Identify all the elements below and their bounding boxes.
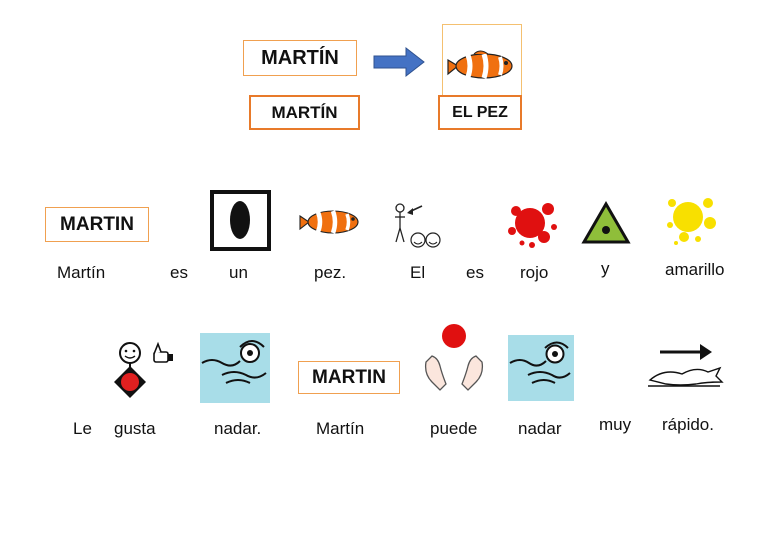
word-el: El — [410, 263, 426, 282]
fish-label-box: EL PEZ — [438, 95, 522, 130]
word-puede: puede — [430, 419, 478, 438]
word-y: y — [601, 259, 610, 278]
word-es: es — [170, 263, 188, 282]
verb-ser-icon — [210, 190, 271, 251]
fish-label: EL PEZ — [452, 103, 508, 121]
name-card-2-label: MARTIN — [312, 366, 386, 388]
swimming-icon — [200, 333, 270, 403]
word-gusta: gusta — [114, 419, 156, 438]
word-amarillo: amarillo — [665, 260, 725, 279]
word-nadar-1: nadar. — [214, 419, 262, 438]
red-splash-icon — [508, 203, 557, 248]
name-card-1: MARTIN — [45, 207, 149, 242]
name-box-top: MARTÍN — [243, 40, 357, 76]
word-pez: pez. — [314, 263, 347, 282]
word-nadar-2: nadar — [518, 419, 562, 438]
clownfish-icon — [447, 50, 513, 79]
article-el-icon — [395, 203, 441, 248]
word-un: un — [229, 263, 248, 282]
word-martin-2: Martín — [316, 419, 365, 438]
fast-hare-icon — [648, 344, 724, 387]
word-muy: muy — [599, 415, 632, 434]
yellow-splash-icon — [667, 198, 716, 245]
name-box-top-label: MARTÍN — [261, 46, 339, 69]
word-es-2: es — [466, 263, 484, 282]
conjunction-y-icon — [581, 201, 631, 244]
swimming-icon — [508, 335, 574, 401]
name-card-1-label: MARTIN — [60, 213, 134, 235]
word-martin: Martín — [57, 263, 106, 282]
word-rojo: rojo — [520, 263, 549, 282]
clownfish-icon — [299, 210, 359, 234]
like-person-icon — [114, 341, 173, 398]
name-card-2: MARTIN — [298, 361, 400, 394]
name-box-bottom-label: MARTÍN — [271, 102, 338, 122]
word-rapido: rápido. — [662, 415, 714, 434]
can-hands-icon — [424, 324, 484, 391]
right-arrow-icon — [373, 46, 425, 78]
name-box-bottom: MARTÍN — [249, 95, 360, 130]
word-le: Le — [73, 419, 92, 438]
